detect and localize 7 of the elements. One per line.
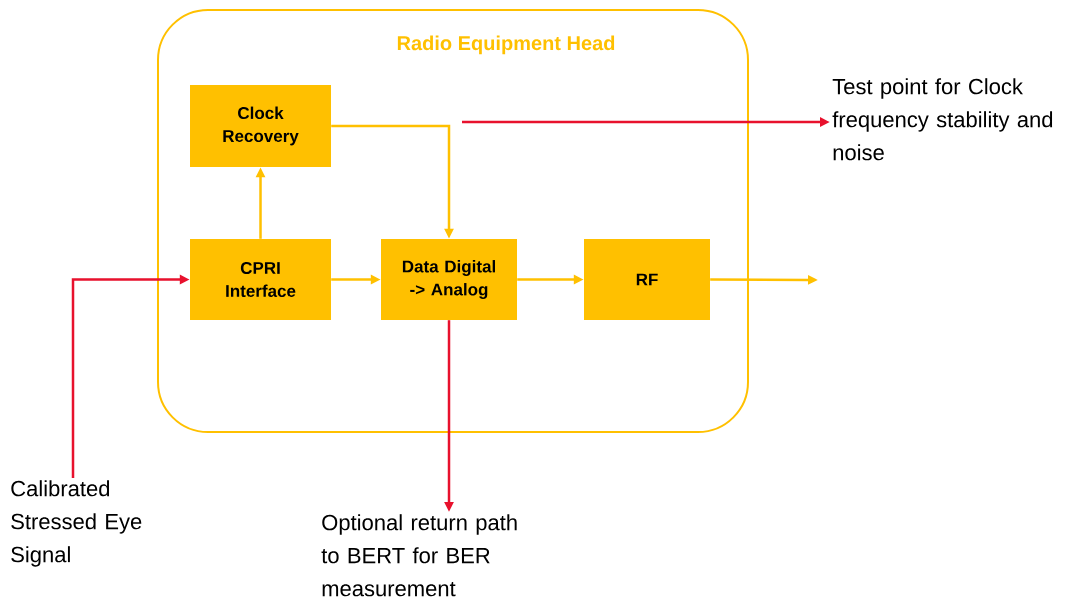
annotation-text: Calibrated Stressed Eye Signal xyxy=(11,480,142,567)
process-box: RF xyxy=(584,239,710,320)
process-box: Data Digital -> Analog xyxy=(381,239,517,320)
process-box: CPRI Interface xyxy=(190,239,331,320)
annotation-text: Optional return path to BERT for BER measurement xyxy=(321,514,517,597)
annotation-text: Test point for Clock frequency stability and noise xyxy=(832,78,1053,161)
process-box: Clock Recovery xyxy=(190,85,331,167)
